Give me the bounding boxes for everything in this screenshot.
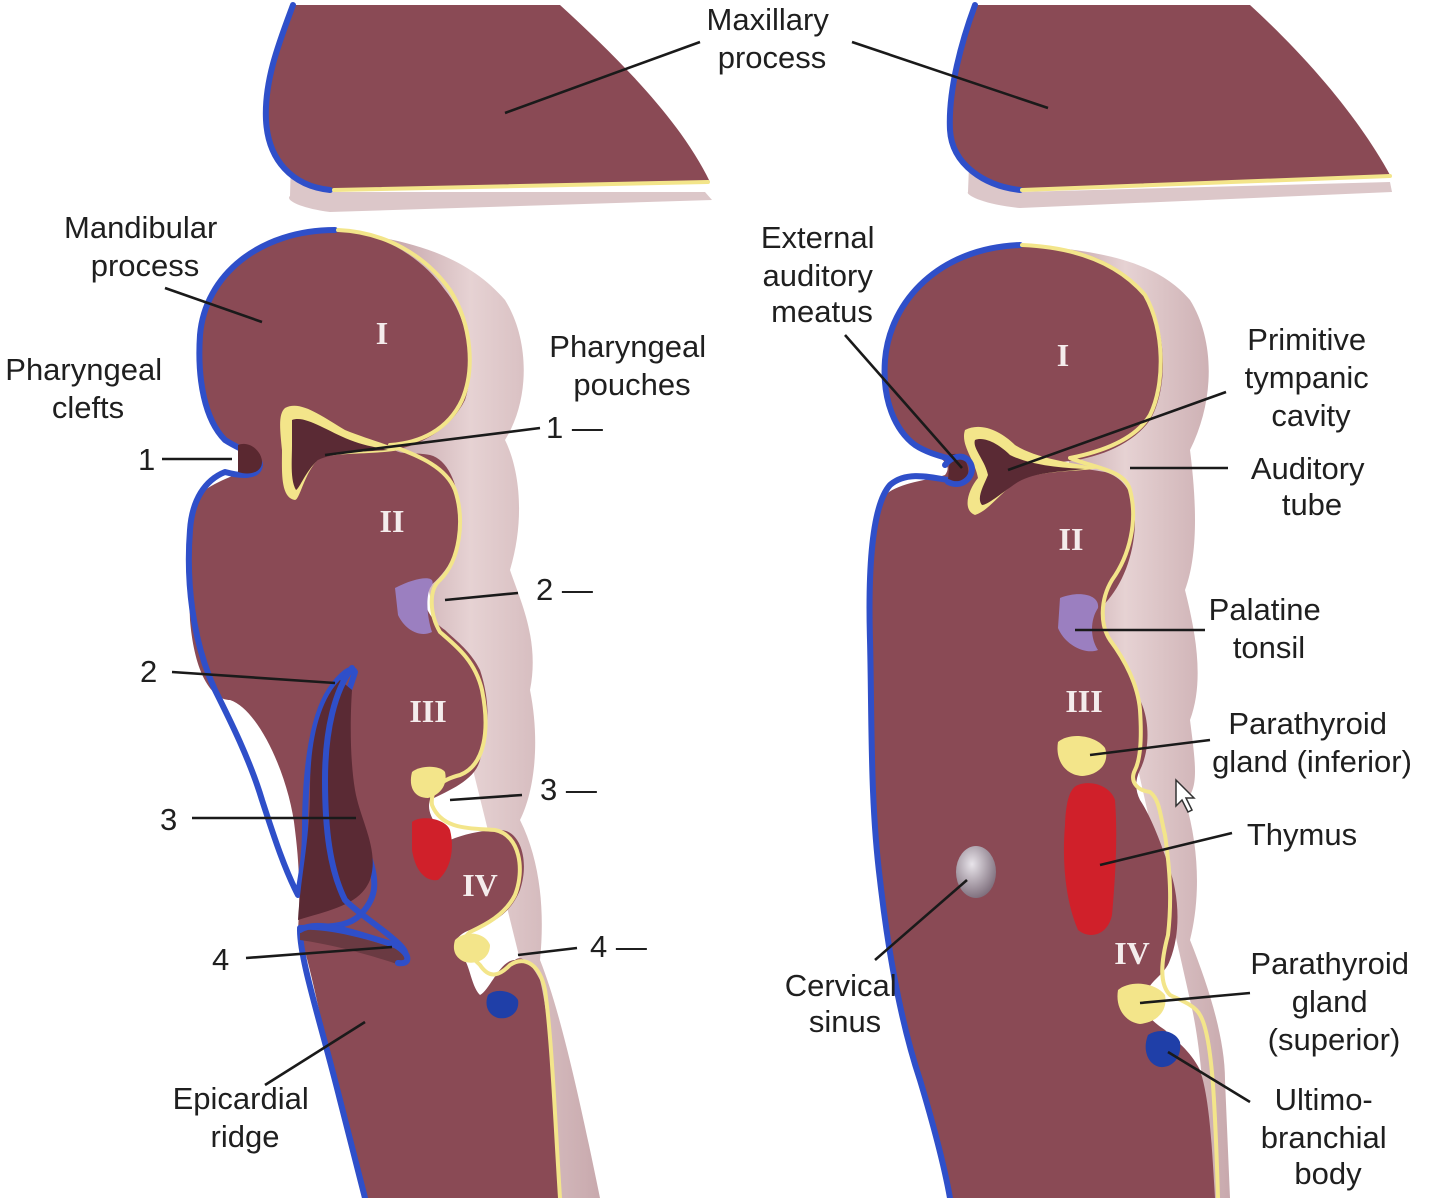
label-mandibular-process: Mandibular process <box>64 210 226 283</box>
arch-ii-right: II <box>1059 521 1084 557</box>
label-primitive-tympanic-cavity: Primitive tympanic cavity <box>1245 322 1378 433</box>
ultimobranchial-right <box>1145 1030 1181 1068</box>
ultimobranchial-left <box>486 990 519 1019</box>
arch-iii-right: III <box>1065 683 1102 719</box>
left-diagram: I II III IV <box>185 2 712 1198</box>
palatine-tonsil-right <box>1058 594 1099 652</box>
cleft-number-2: 2 <box>140 654 157 689</box>
maxillary-process-right <box>946 2 1392 208</box>
parathyroid-inferior-left <box>410 766 446 798</box>
label-palatine-tonsil: Palatine tonsil <box>1209 592 1330 665</box>
pouch-number-2: 2 — <box>536 572 593 607</box>
cervical-sinus-vesicle <box>956 846 996 898</box>
arch-iii-left: III <box>409 693 446 729</box>
arch-i-left: I <box>376 315 388 351</box>
leader-lines <box>162 40 1251 1104</box>
palatine-tonsil-left <box>395 578 433 635</box>
label-auditory-tube: Auditory tube <box>1251 451 1373 522</box>
pouch-number-4: 4 — <box>590 929 647 964</box>
label-external-auditory-meatus: External auditory meatus <box>761 220 883 329</box>
endoderm-right <box>1020 243 1220 1198</box>
pouch-number-3: 3 — <box>540 772 597 807</box>
label-epicardial-ridge: Epicardial ridge <box>173 1081 318 1154</box>
right-diagram: I II III IV <box>866 2 1392 1198</box>
endoderm-left <box>336 228 562 1198</box>
arch-ii-left: II <box>380 503 405 539</box>
thymus-left <box>412 818 452 881</box>
arch-body-left <box>187 230 560 1198</box>
mouse-cursor-icon <box>1175 778 1196 814</box>
maxillary-process-left <box>262 2 712 212</box>
cleft-number-3: 3 <box>160 802 177 837</box>
arch-iv-left: IV <box>462 867 498 903</box>
label-thymus: Thymus <box>1247 817 1357 852</box>
cleft-number-4: 4 <box>212 942 229 977</box>
label-pharyngeal-pouches: Pharyngeal pouches <box>549 329 714 402</box>
parathyroid-superior-left <box>453 933 490 963</box>
pouch-number-1: 1 — <box>546 410 603 445</box>
label-maxillary-process: Maxillary process <box>707 2 838 75</box>
arch-i-right: I <box>1057 337 1069 373</box>
label-cervical-sinus: Cervical sinus <box>785 968 906 1039</box>
body-depth-right <box>1020 245 1230 1198</box>
ectoderm-right <box>866 242 1023 1198</box>
label-pharyngeal-clefts: Pharyngeal clefts <box>5 352 170 425</box>
cervical-pocket-left <box>298 680 373 920</box>
labels: Maxillary process Mandibular process Pha… <box>5 2 1417 1191</box>
arch-iv-right: IV <box>1114 935 1150 971</box>
thymus-right <box>1063 783 1117 935</box>
label-parathyroid-superior: Parathyroid gland (superior) <box>1250 946 1417 1057</box>
label-parathyroid-inferior: Parathyroid gland (inferior) <box>1212 706 1412 779</box>
parathyroid-inferior-right <box>1057 736 1107 776</box>
cleft-number-1: 1 <box>138 442 155 477</box>
label-ultimobranchial-body: Ultimo- branchial body <box>1261 1082 1395 1191</box>
